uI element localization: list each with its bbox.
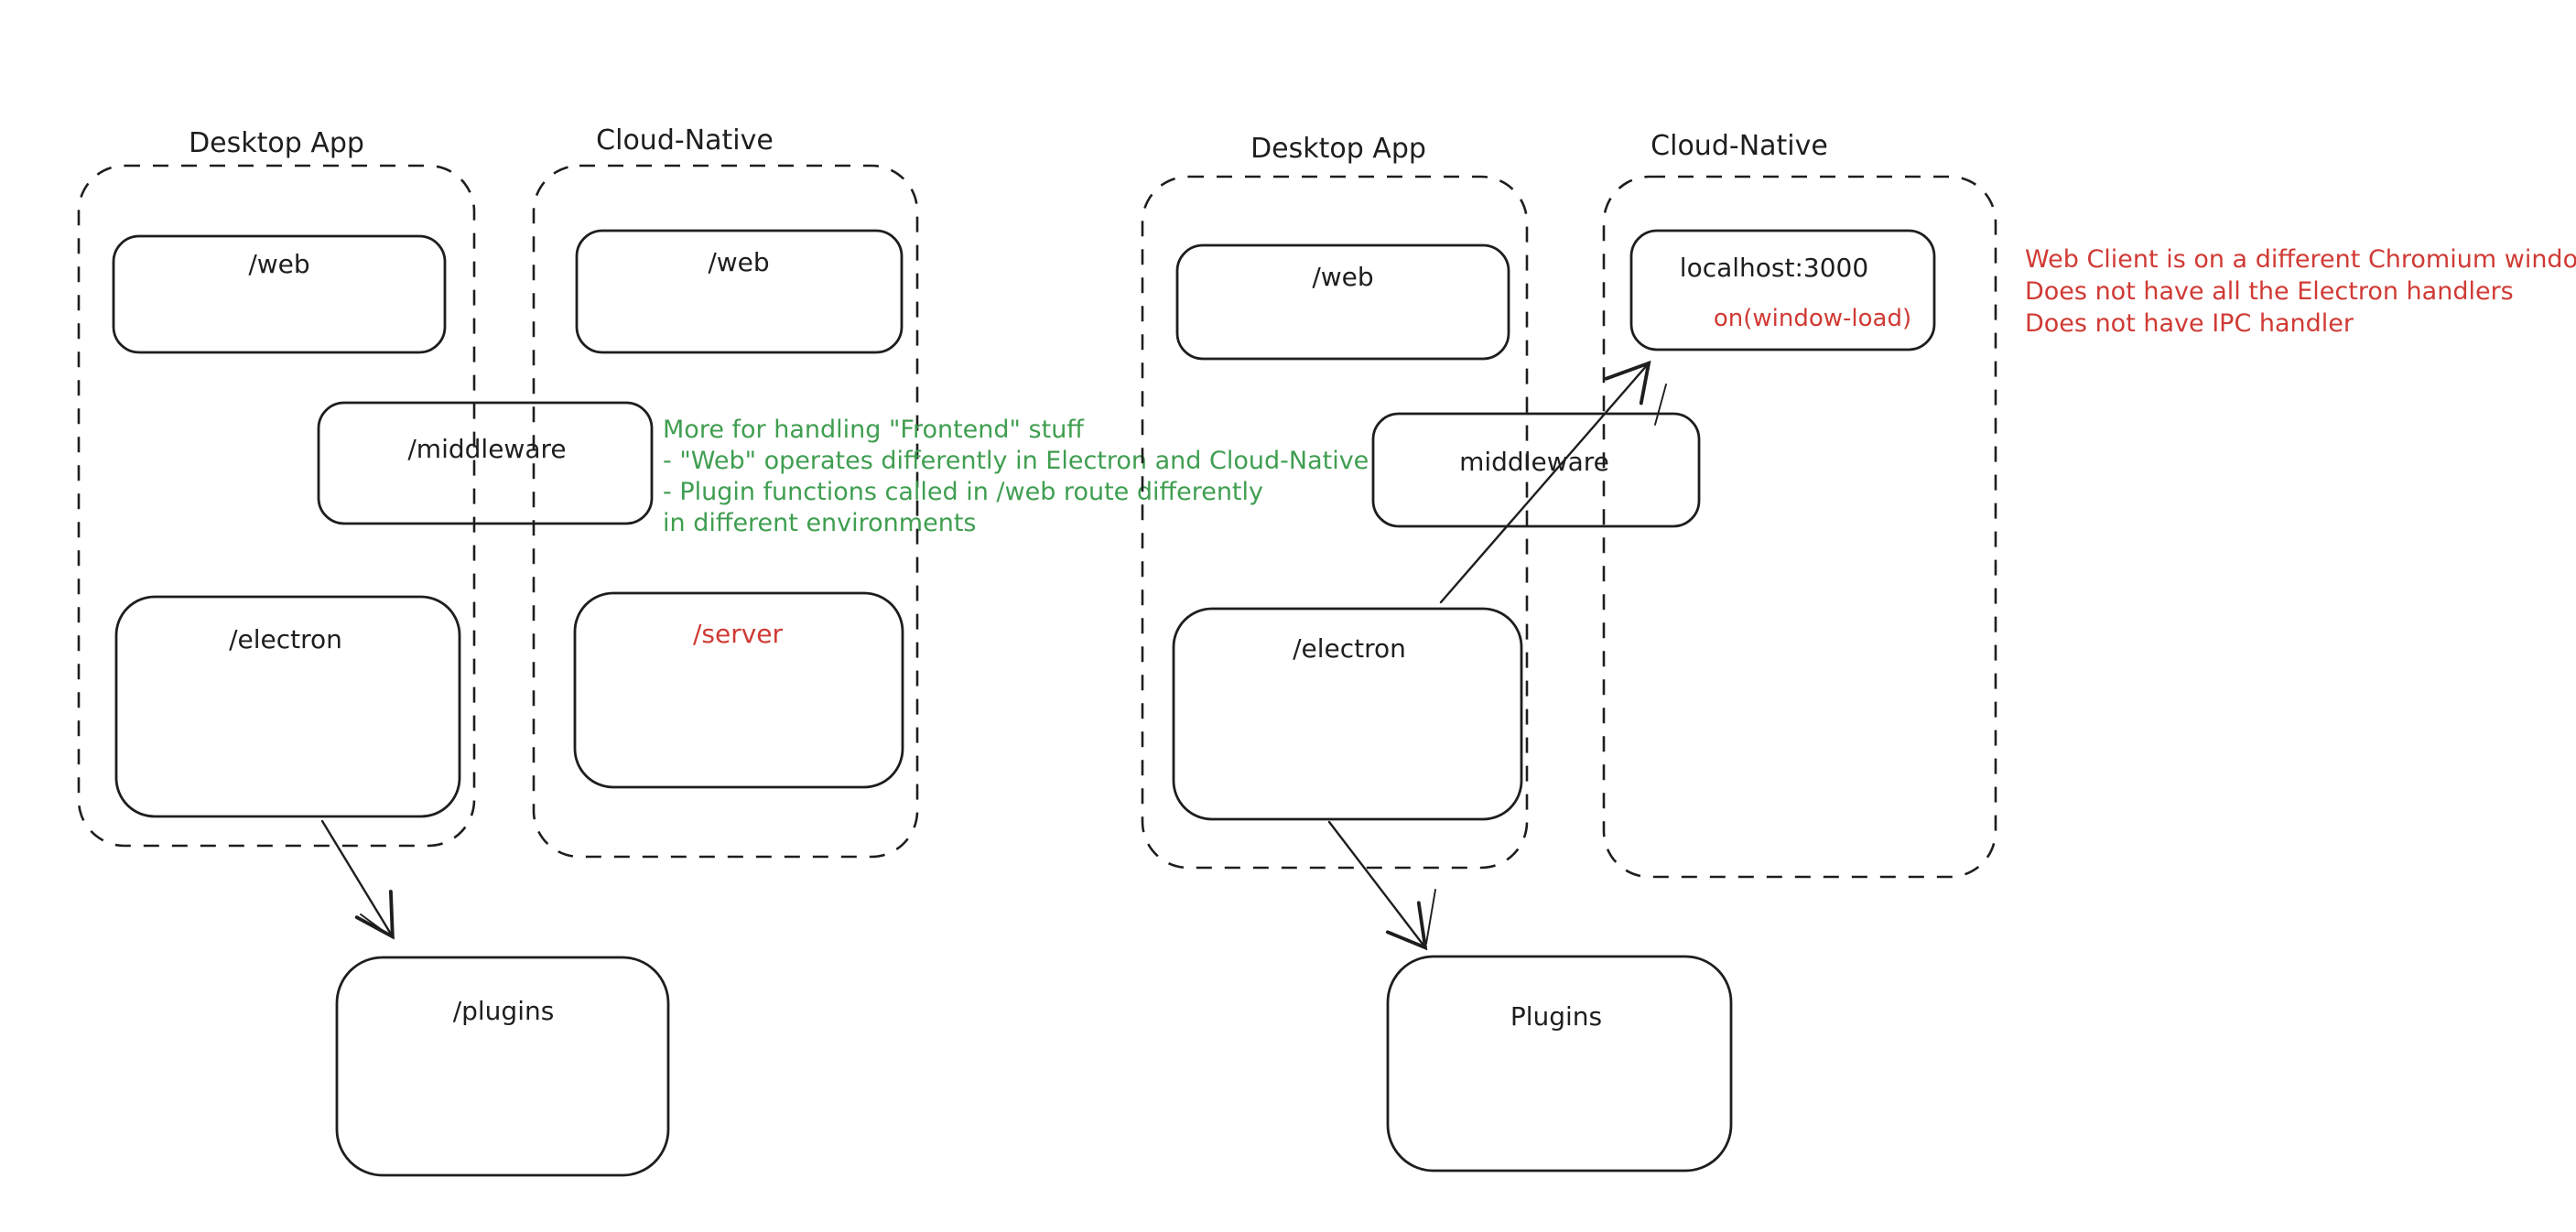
left-electron-to-plugins-arrow-stroke	[360, 913, 389, 935]
right-electron-label: /electron	[1293, 633, 1406, 664]
right-note-line-2: Does not have all the Electron handlers	[2025, 277, 2514, 306]
right-diagram: Desktop App Cloud-Native /web localhost:…	[1141, 130, 2576, 1173]
left-desktop-container	[77, 164, 476, 848]
left-electron-box	[114, 595, 461, 818]
left-cloud-group-label: Cloud-Native	[596, 124, 774, 157]
left-cloud-container	[532, 164, 919, 859]
right-middleware-label: middleware	[1459, 447, 1609, 477]
left-electron-label: /electron	[229, 624, 342, 654]
right-electron-to-localhost-arrow	[1439, 360, 1651, 604]
right-desktop-web-box	[1175, 243, 1510, 361]
left-cloud-web-label: /web	[708, 247, 769, 277]
left-note-line-2: - "Web" operates differently in Electron…	[663, 447, 1369, 475]
right-note: Web Client is on a different Chromium wi…	[2025, 245, 2576, 338]
left-note: More for handling "Frontend" stuff - "We…	[663, 416, 1369, 537]
right-electron-to-localhost-arrow-stroke	[1654, 384, 1667, 426]
right-plugins-box	[1386, 955, 1733, 1173]
right-desktop-container	[1141, 175, 1529, 870]
right-note-line-3: Does not have IPC handler	[2025, 309, 2354, 338]
right-desktop-group-label: Desktop App	[1250, 133, 1426, 165]
left-diagram: Desktop App Cloud-Native /web /web /midd…	[77, 124, 1369, 1177]
left-server-label: /server	[693, 619, 784, 649]
right-electron-box	[1172, 607, 1523, 821]
left-note-line-4: in different environments	[663, 509, 976, 537]
left-middleware-box	[317, 401, 654, 525]
left-middleware-label: /middleware	[407, 434, 566, 464]
right-localhost-box	[1629, 229, 1936, 351]
left-cloud-web-box	[575, 229, 904, 354]
right-plugins-label: Plugins	[1510, 1001, 1602, 1032]
right-middleware-box	[1371, 412, 1701, 528]
left-electron-to-plugins-arrow	[320, 819, 395, 940]
left-note-line-1: More for handling "Frontend" stuff	[663, 416, 1085, 444]
left-plugins-box	[335, 956, 670, 1177]
right-desktop-web-label: /web	[1312, 262, 1373, 292]
right-note-line-1: Web Client is on a different Chromium wi…	[2025, 245, 2576, 274]
right-cloud-container	[1602, 175, 1997, 879]
right-localhost-event-label: on(window-load)	[1714, 305, 1911, 332]
right-localhost-label: localhost:3000	[1680, 253, 1868, 283]
left-note-line-3: - Plugin functions called in /web route …	[663, 478, 1263, 506]
left-plugins-label: /plugins	[453, 996, 555, 1026]
right-electron-to-plugins-arrow	[1327, 820, 1428, 951]
left-desktop-group-label: Desktop App	[189, 127, 364, 159]
left-desktop-web-label: /web	[248, 249, 309, 279]
right-cloud-group-label: Cloud-Native	[1651, 130, 1828, 162]
left-desktop-web-box	[112, 234, 447, 354]
left-server-box	[573, 591, 904, 789]
right-electron-to-plugins-arrow-stroke	[1425, 889, 1436, 945]
